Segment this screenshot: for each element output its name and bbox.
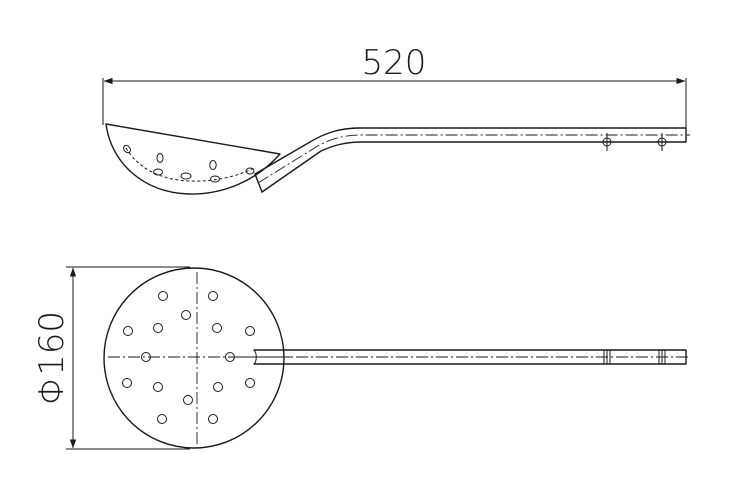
diameter-dimension: Φ160 (32, 266, 190, 450)
top-view: Φ160 (32, 266, 690, 450)
side-view: 520 (102, 43, 690, 195)
bowl-profile (105, 123, 281, 195)
length-dimension: 520 (102, 43, 687, 136)
handle-side (254, 127, 690, 193)
handle-top (236, 349, 690, 365)
handle-rivets-top (603, 350, 666, 364)
bowl-top (103, 267, 292, 449)
diameter-dimension-label: Φ160 (32, 311, 72, 405)
handle-rivets-side (602, 133, 667, 151)
length-dimension-label: 520 (362, 43, 427, 83)
bowl-holes-profile (123, 144, 255, 183)
bowl-holes (122, 291, 255, 424)
